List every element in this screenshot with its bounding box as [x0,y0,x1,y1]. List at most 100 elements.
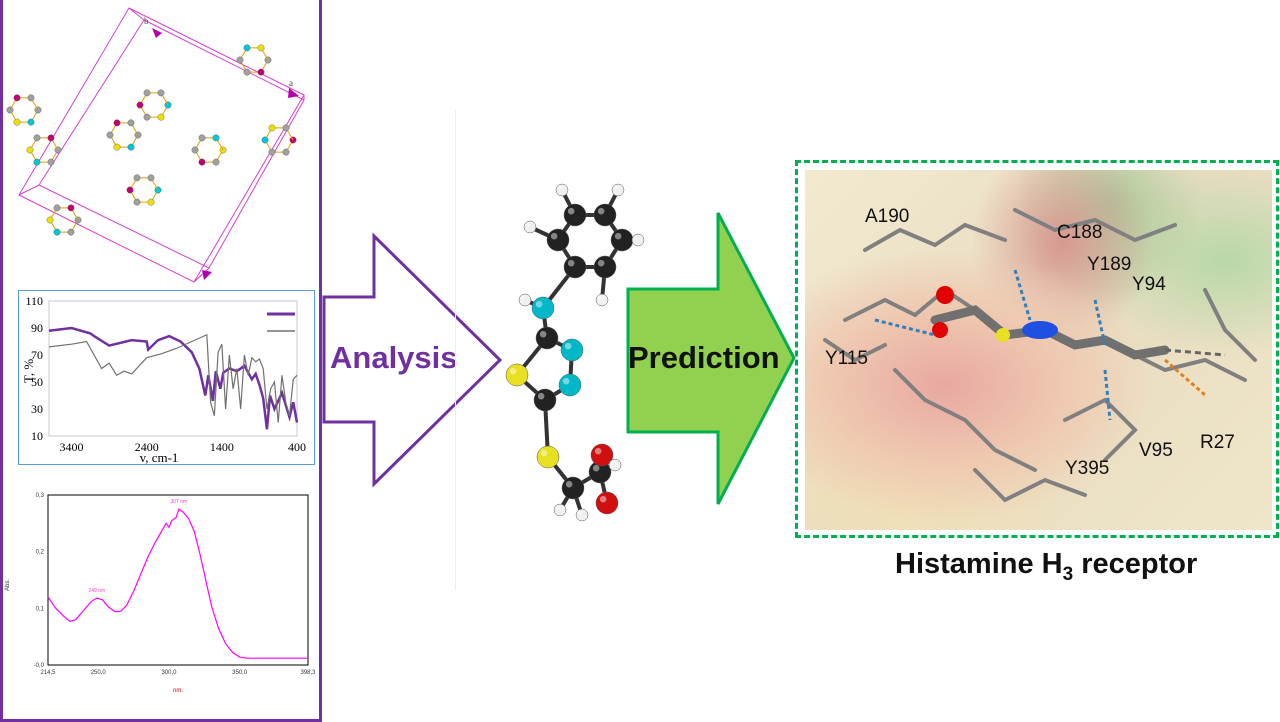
atom-highlight [614,232,622,240]
interaction-dashed-line [1164,348,1226,357]
atom-o1 [590,443,614,467]
ir-series-reference [48,333,298,423]
hbond-dashed-line [1103,369,1112,421]
crystal-atom [243,44,251,52]
atom-c1 [563,203,587,227]
crystal-atom [147,174,155,182]
residue-label-c188: C188 [1057,222,1103,243]
crystal-atom [53,204,61,212]
uv-ytick-label: 0,3 [36,493,45,499]
crystal-structure-diagram: b a [6,7,305,283]
crystal-atom [282,148,290,156]
crystal-atom [133,174,141,182]
crystal-atom [47,158,55,166]
atom-highlight [558,186,562,190]
uv-peak-label: 307 nm [171,499,188,505]
atom-c9 [561,476,585,500]
caption-main: Histamine H [895,548,1063,580]
crystal-atom [243,68,251,76]
residue-stick [1203,288,1257,362]
axis-a-label: a [289,78,293,88]
atom-highlight [509,367,517,375]
axis-b-label: b [144,16,149,26]
atom-c2 [593,203,617,227]
crystal-atom [212,134,220,142]
atom-h2 [611,183,625,197]
atom-highlight [578,511,582,515]
atom-h7 [553,503,567,517]
crystal-atom [13,94,21,102]
crystal-atom [157,89,165,97]
hbond-dashed-line [874,318,936,337]
crystal-atom [26,146,34,154]
crystal-atom [6,106,14,114]
atom-highlight [594,447,602,455]
residue-label-y189: Y189 [1087,254,1132,275]
atom-highlight [556,506,560,510]
atom-c8 [533,388,557,412]
crystal-atom [127,143,135,151]
residue-label-y115: Y115 [825,348,868,369]
atom-n1 [531,296,555,320]
uv-plot-area [47,494,309,666]
atom-highlight [567,207,575,215]
crystal-atom [113,143,121,151]
ligand-stick [930,305,1170,360]
uv-xtick-label: 300,0 [161,670,177,676]
crystal-atom [27,118,35,126]
uv-ytick-label: 0,1 [36,606,45,612]
residue-stick [1123,348,1247,382]
crystal-atom [53,228,61,236]
uv-ytick-label: 0,2 [36,550,45,556]
atom-highlight [537,392,545,400]
uv-xtick-label: 250,0 [91,670,107,676]
atom-highlight [611,461,615,465]
ligand-residue-sticks [823,208,1257,503]
atom-highlight [567,259,575,267]
ir-ytick-label: 30 [31,402,43,416]
atom-highlight [526,223,530,227]
ligand-oxygen [932,322,948,338]
atom-highlight [598,296,602,300]
axis-b-arrow-icon [152,28,162,38]
atom-h1 [555,183,569,197]
residue-stick [1063,397,1138,462]
cation-pi-dashed-line [1164,358,1206,397]
receptor-binding-site-frame [795,160,1279,538]
hbond-dashed-line [1093,299,1107,346]
atom-highlight [634,236,638,240]
residue-stick [843,287,977,322]
ir-series-compound [48,326,299,430]
atom-highlight [562,377,570,385]
caption-end: receptor [1073,548,1198,580]
residue-label-y94: Y94 [1132,274,1166,295]
residue-stick [823,338,887,363]
crystal-atom [257,44,265,52]
atom-highlight [521,296,525,300]
atom-highlight [539,330,547,338]
atom-h9 [608,458,622,472]
crystal-atom [236,56,244,64]
atom-c6 [546,228,570,252]
crystal-atom [136,101,144,109]
atom-highlight [614,186,618,190]
crystal-atom [67,204,75,212]
crystal-atom [106,131,114,139]
residue-label-y395: Y395 [1065,458,1110,479]
atom-h4 [595,293,609,307]
atom-highlight [540,449,548,457]
crystal-atom [143,89,151,97]
receptor-binding-site-image: A190 C188 Y189 Y94 Y115 Y395 V95 R27 [805,170,1272,530]
atom-highlight [535,300,543,308]
ir-xlabel: v, cm-1 [140,450,179,464]
crystal-atom [47,134,55,142]
residue-stick [973,468,1087,503]
crystal-atom [268,148,276,156]
crystal-atom [147,198,155,206]
crystal-atom [67,228,75,236]
crystal-atom [13,118,21,126]
ir-ytick-label: 110 [25,294,43,308]
crystal-atom [113,119,121,127]
